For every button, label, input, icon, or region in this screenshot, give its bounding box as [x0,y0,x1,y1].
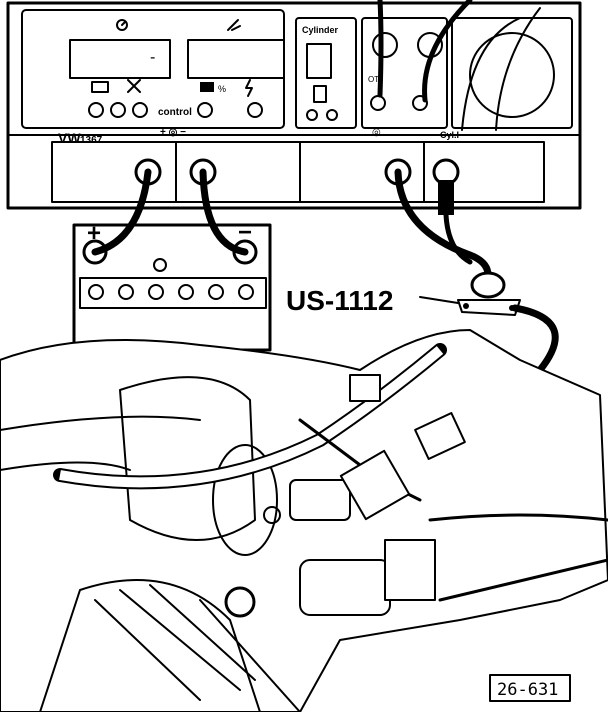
function-button-3[interactable] [132,102,148,118]
battery-vent [153,258,167,272]
negative-sign: − [238,219,252,246]
battery: + − [72,219,272,352]
display-right [187,39,285,79]
function-button-5[interactable] [247,102,263,118]
alternator-hub [263,506,281,524]
cell-cap-3 [148,284,164,300]
hose-right [428,513,608,522]
gauge-panel [451,17,573,129]
us-1112-label: US-1112 [286,285,393,316]
fan-shroud-edge [199,599,301,712]
dwell-icon [200,82,214,92]
battery-icon [91,81,109,93]
function-button-1[interactable] [88,102,104,118]
cell-cap-4 [178,284,194,300]
hose-clamp [349,374,381,402]
clock-hand [121,21,126,26]
figure-reference-box [489,674,571,702]
adapter-body [470,271,506,299]
connector-bay-right [423,141,545,203]
function-button-2[interactable] [110,102,126,118]
probe-lead-2 [495,7,541,131]
cylinder-plug [438,180,454,215]
model-prefix: VW [58,130,81,146]
control-label: control [158,107,192,118]
ot-label: OT [368,75,379,84]
cylinder-selector [313,85,327,103]
adapter-bracket [457,299,521,316]
cell-cap-2 [118,284,134,300]
sensor-plug-body [299,559,391,616]
ot-cable [377,0,384,98]
cylinder-lead [443,212,473,265]
hose-right-lower [438,558,608,602]
positive-terminal [82,239,108,265]
cell-cap-5 [208,284,224,300]
engine-edge-2 [0,461,131,471]
figure-reference: 26-631 [497,680,558,700]
function-button-4[interactable] [197,102,213,118]
distributor-connector [289,479,351,521]
engine-edge-1 [0,415,201,431]
positive-sign: + [87,220,101,247]
cylinder-button-2[interactable] [326,109,338,121]
bracket-hole-left [463,303,469,309]
angle-icon [227,19,241,31]
alternator-face [212,444,278,556]
cyl-label: Cyl.I [440,130,459,140]
tdc-sensor-connector [414,412,466,460]
cell-cap-1 [88,284,104,300]
percent-mark: % [218,84,226,94]
cell-cap-strip [79,277,267,309]
tester-housing [6,1,582,210]
coolant-hose [59,346,444,488]
fan-hub [224,586,256,618]
negative-lead [199,168,249,256]
engine-assembly [0,329,608,712]
gauge-dial [469,32,555,118]
ot-mark: ◎ [372,127,381,138]
model-number: 1367 [80,135,103,146]
cylinder-panel [295,17,357,129]
sensor-plug-socket [384,539,436,601]
positive-lead [91,168,152,256]
ot-socket-2 [412,95,428,111]
polarity-marks: + ◎ − [160,127,186,138]
engine-tester: - % control Cylinder OT [6,0,582,215]
display-left [69,39,171,79]
plug-connector [339,449,411,521]
spark-icon [245,79,253,97]
cylinder-label: Cylinder [302,25,339,35]
tdc-socket [372,32,398,58]
cell-cap-6 [238,284,254,300]
clock-icon [116,19,128,31]
probe-lead-1 [461,17,521,131]
cylinder-display [306,43,332,79]
sensor-cable [422,0,473,103]
display-left-value: - [150,49,155,66]
cooling-fan [39,579,261,712]
us-1112-adapter [457,271,521,316]
cylinder-button-1[interactable] [306,109,318,121]
ignition-icon [127,79,141,93]
sensor-socket-panel [361,17,448,129]
callout-leader [419,296,459,304]
fan-blades [94,584,256,701]
